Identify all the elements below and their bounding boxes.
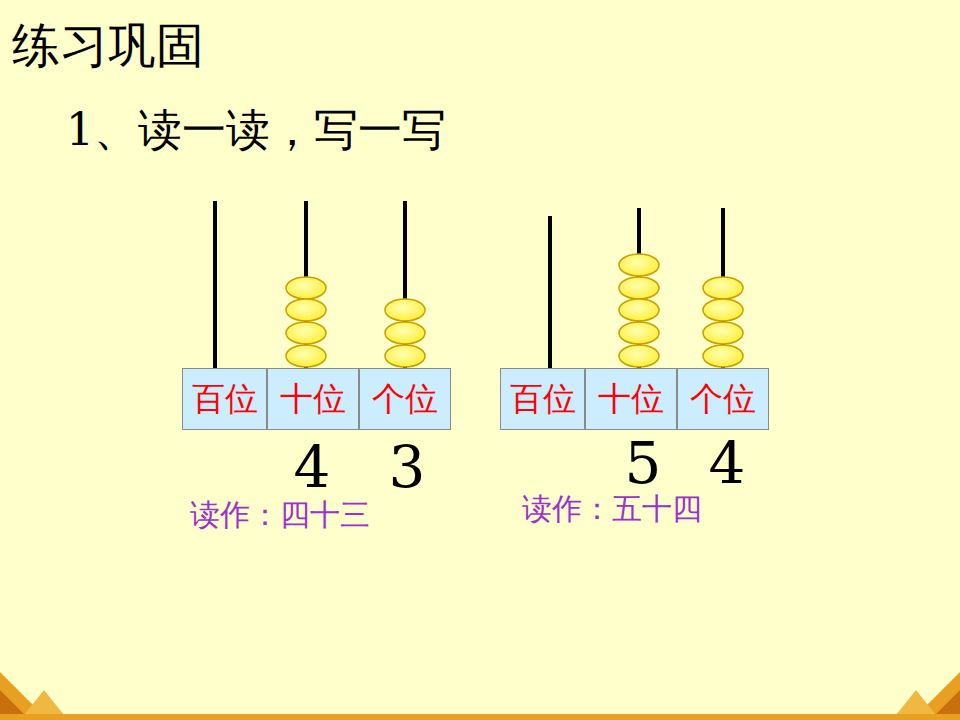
- bead: [385, 299, 425, 321]
- digit: 3: [389, 436, 426, 500]
- bead: [619, 345, 659, 367]
- place-value-box: 个位: [677, 368, 769, 430]
- place-name: 百位: [192, 377, 258, 422]
- place-name: 十位: [280, 377, 346, 422]
- place-name: 个位: [690, 377, 756, 422]
- exercise-heading: 1、读一读，写一写: [66, 106, 446, 154]
- bead: [385, 322, 425, 344]
- bead: [703, 299, 743, 321]
- bead: [286, 345, 326, 367]
- bead: [286, 322, 326, 344]
- slide-title: 练习巩固: [12, 14, 204, 78]
- corner-decoration: [0, 672, 960, 720]
- place-name: 个位: [372, 377, 438, 422]
- digit: 4: [294, 436, 331, 500]
- bead: [286, 299, 326, 321]
- digit: 4: [709, 432, 746, 496]
- place-value-box: 十位: [585, 368, 677, 430]
- place-value-box: 百位: [182, 368, 267, 430]
- place-name: 百位: [510, 377, 576, 422]
- abacus-rods: [215, 201, 723, 369]
- bead: [286, 277, 326, 299]
- place-name: 十位: [598, 377, 664, 422]
- reading: 读作：五十四: [522, 492, 702, 525]
- abacus-beads: [286, 254, 743, 367]
- bead: [619, 299, 659, 321]
- bead: [703, 277, 743, 299]
- bead: [703, 322, 743, 344]
- bead: [385, 345, 425, 367]
- digit: 5: [625, 432, 662, 496]
- bead: [703, 345, 743, 367]
- place-value-box: 个位: [359, 368, 451, 430]
- place-value-box: 百位: [500, 368, 585, 430]
- reading: 读作：四十三: [190, 498, 370, 531]
- bead: [619, 322, 659, 344]
- bead: [619, 254, 659, 276]
- bead: [619, 277, 659, 299]
- place-value-box: 十位: [267, 368, 359, 430]
